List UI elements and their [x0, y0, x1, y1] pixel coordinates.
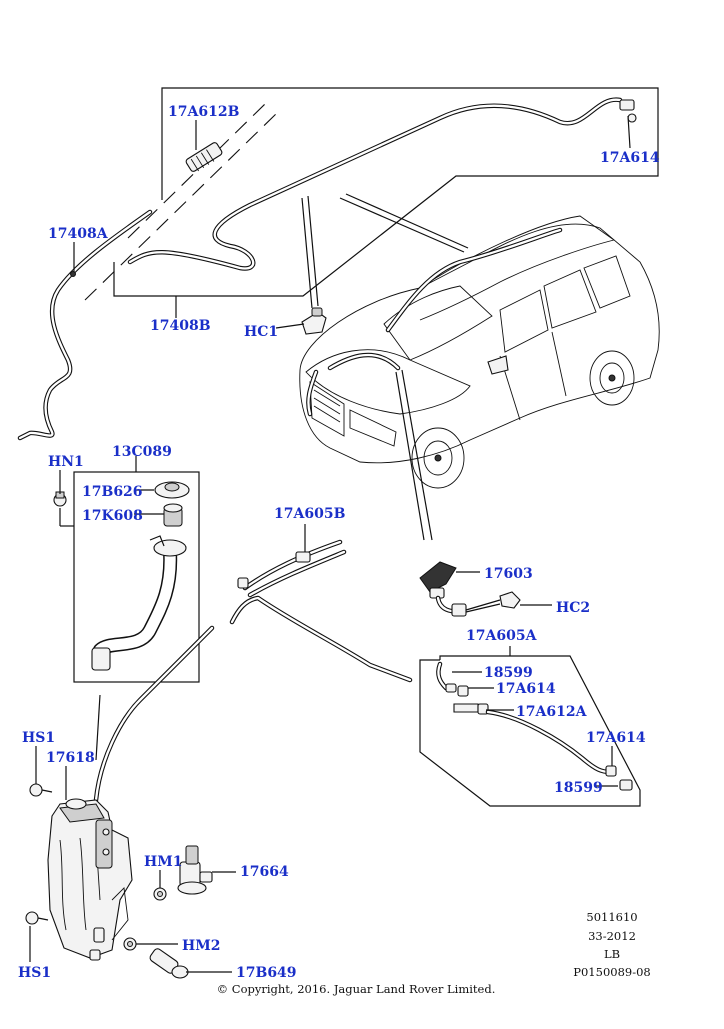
screw-HS1-top — [29, 783, 53, 797]
pump-17664 — [177, 845, 213, 895]
meta-code-2: 33-2012 — [588, 929, 636, 943]
label-17A605B: 17A605B — [274, 506, 346, 522]
label-HC1: HC1 — [244, 324, 278, 340]
leader-nozzle-b — [401, 369, 433, 541]
label-HS1-bottom: HS1 — [18, 965, 51, 981]
leader-nozzle-a — [395, 371, 425, 541]
leader-hc1-b — [307, 195, 319, 307]
label-17618: 17618 — [46, 750, 95, 766]
filler-group-13C089 — [59, 471, 200, 761]
group-frame-top — [113, 87, 659, 297]
copyright-notice: © Copyright, 2016. Jaguar Land Rover Lim… — [217, 982, 496, 996]
label-18599-a: 18599 — [484, 665, 533, 681]
vehicle-illustration — [299, 215, 660, 489]
label-17603: 17603 — [484, 566, 533, 582]
meta-code-3: LB — [604, 947, 620, 961]
hose-17A605B — [93, 539, 413, 803]
label-13C089: 13C089 — [112, 444, 172, 460]
part-labels: 17A612B 17A614 17408A 17408B HC1 HN1 13C… — [18, 104, 660, 981]
label-17A612B: 17A612B — [168, 104, 240, 120]
cap-17B626 — [154, 481, 190, 499]
leader-lines — [29, 115, 631, 973]
grommet-HM1 — [153, 887, 167, 901]
hose-group-frame — [419, 655, 641, 807]
hose-group-17A605A — [419, 646, 641, 807]
label-17K608: 17K608 — [82, 508, 143, 524]
label-HM1: HM1 — [144, 854, 182, 870]
label-HS1-top: HS1 — [22, 730, 55, 746]
label-17408A: 17408A — [48, 226, 109, 242]
label-17A614-mid: 17A614 — [496, 681, 556, 697]
label-18599-b: 18599 — [554, 780, 603, 796]
nozzle-17603 — [419, 561, 467, 617]
elbow-17A614-top — [619, 99, 637, 123]
meta-code-1: 5011610 — [586, 910, 637, 924]
clip-HC1 — [301, 307, 327, 335]
label-HN1: HN1 — [48, 454, 84, 470]
screw-HS1-bottom — [25, 911, 49, 925]
reservoir-17618 — [47, 798, 133, 961]
label-17408B: 17408B — [150, 318, 211, 334]
connector-17A612B — [185, 142, 223, 172]
label-17B626: 17B626 — [82, 484, 143, 500]
label-17A605A: 17A605A — [466, 628, 538, 644]
clip-HC2 — [499, 591, 521, 609]
grommet-HM2 — [123, 937, 137, 951]
label-HM2: HM2 — [182, 938, 220, 954]
leader-hc1-a — [301, 197, 313, 309]
filter-17K608 — [163, 503, 183, 527]
label-17A614-low: 17A614 — [586, 730, 646, 746]
dashed-guide-2 — [127, 103, 266, 239]
dashed-guide-1 — [84, 111, 279, 301]
label-17664: 17664 — [240, 864, 289, 880]
label-17A612A: 17A612A — [516, 704, 588, 720]
meta-code-4: P0150089-08 — [573, 965, 650, 979]
drawing-metadata: 5011610 33-2012 LB P0150089-08 © Copyrig… — [217, 910, 651, 996]
hose-17408A — [17, 209, 153, 441]
leader-roof-b — [345, 193, 469, 249]
leader-roof-a — [339, 197, 465, 253]
label-17A614-top: 17A614 — [600, 150, 660, 166]
label-17B649: 17B649 — [236, 965, 297, 981]
nut-HN1 — [53, 491, 67, 507]
label-HC2: HC2 — [556, 600, 590, 616]
roof-hose-group — [17, 87, 659, 441]
